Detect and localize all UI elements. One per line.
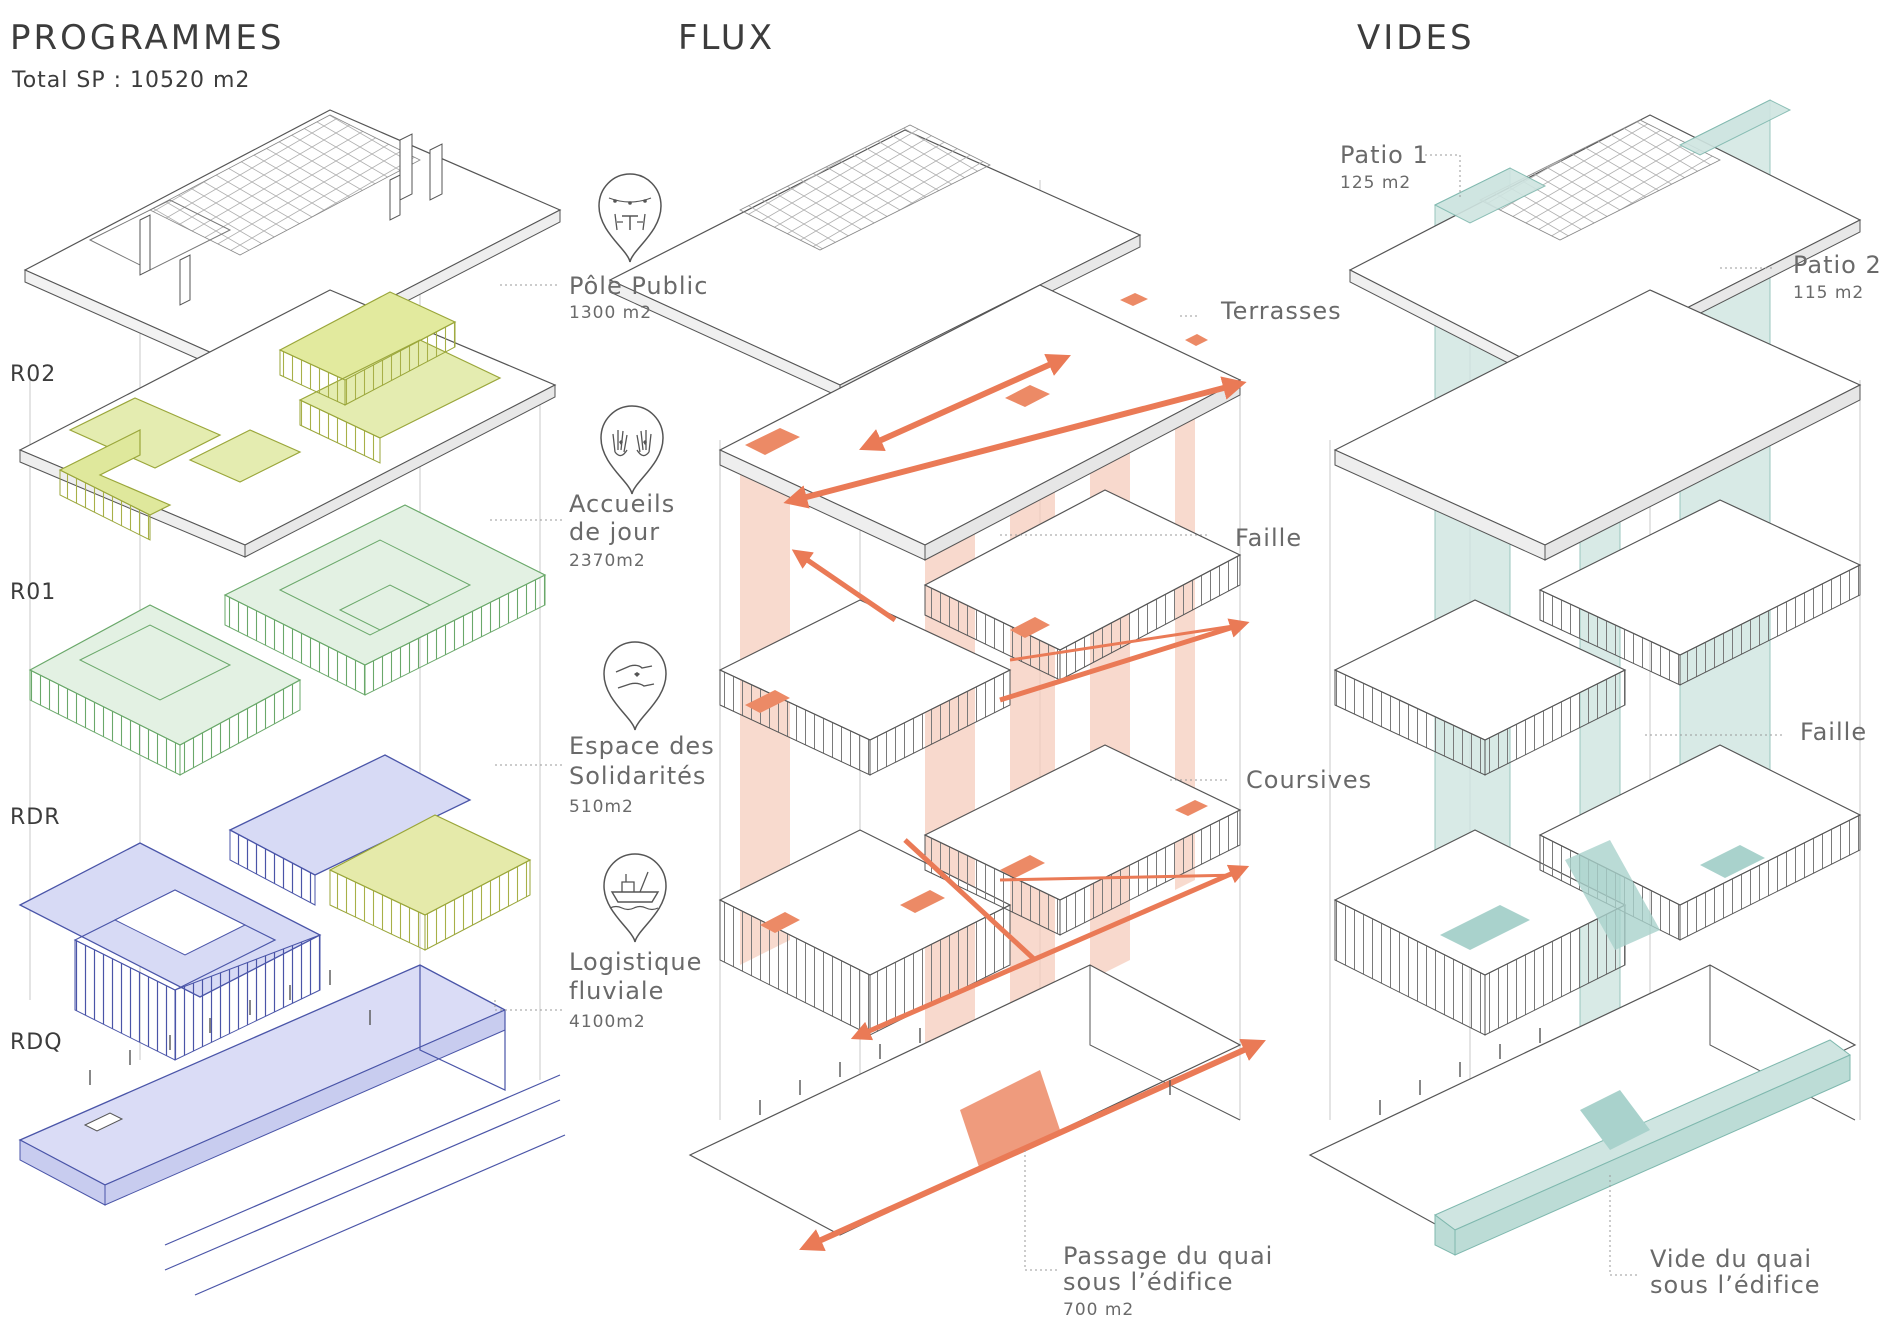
vides-r02 [1333,289,1862,561]
flux-leaders [1000,315,1230,1271]
total-surface-subtitle: Total SP : 10520 m2 [12,68,251,93]
vides-patio1-label: Patio 1 [1340,141,1429,169]
program-logistique-label-line2: fluviale [569,977,665,1005]
program-solidarites-label-line1: Espace des [569,732,715,760]
flux-r01 [718,489,1250,776]
level-label-rdq: RDQ [10,1030,63,1055]
program-solidarites-area: 510m2 [569,797,634,817]
program-solidarites-label-line2: Solidarités [569,762,707,790]
flux-rdr [718,744,1250,1041]
flux-faille-label: Faille [1235,524,1303,552]
vides-rdq [1308,964,1857,1256]
program-accueils-label-line1: Accueils [569,490,676,518]
vides-column [1308,99,1862,1276]
handshake-icon [603,641,667,731]
flux-rdq [688,964,1266,1252]
programmes-title: PROGRAMMES [10,18,285,58]
flux-title: FLUX [678,18,775,58]
flux-coursives-label: Coursives [1246,766,1373,794]
flux-passage-area: 700 m2 [1063,1300,1135,1320]
vides-patio1-area: 125 m2 [1340,173,1412,193]
vides-roof [1348,99,1862,388]
vides-vide-label-line2: sous l’édifice [1650,1271,1821,1299]
flux-column [608,124,1266,1271]
level-label-rdr: RDR [10,805,61,830]
program-pole-public-area: 1300 m2 [569,303,653,323]
program-accueils-area: 2370m2 [569,551,646,571]
vides-patio2-label: Patio 2 [1793,251,1882,279]
program-logistique-area: 4100m2 [569,1012,646,1032]
level-label-r01: R01 [10,580,57,605]
flux-terrasses-label: Terrasses [1221,297,1342,325]
program-logistique-label-line1: Logistique [569,948,703,976]
vides-faille-label: Faille [1800,718,1868,746]
flux-r02 [718,284,1247,561]
level-r02-plate [18,289,557,558]
cafe-table-icon [598,173,662,263]
vides-r01 [1333,499,1862,776]
vides-rdr [1333,744,1862,1036]
level-r01-plate [28,504,547,776]
program-pole-public-label: Pôle Public [569,272,709,300]
level-label-r02: R02 [10,362,57,387]
boat-icon [603,853,667,943]
flux-passage-label-line2: sous l’édifice [1063,1268,1234,1296]
vides-title: VIDES [1357,18,1475,58]
vides-patio2-area: 115 m2 [1793,283,1865,303]
helping-hands-icon [600,405,664,495]
level-rdr-plate [18,754,532,1061]
vides-vide-label-line1: Vide du quai [1650,1245,1813,1273]
vides-leaders [1425,154,1785,1276]
flux-passage-label-line1: Passage du quai [1063,1242,1274,1270]
programmes-column [18,109,566,1296]
program-accueils-label-line2: de jour [569,518,661,546]
programmes-leaders [490,284,565,1011]
